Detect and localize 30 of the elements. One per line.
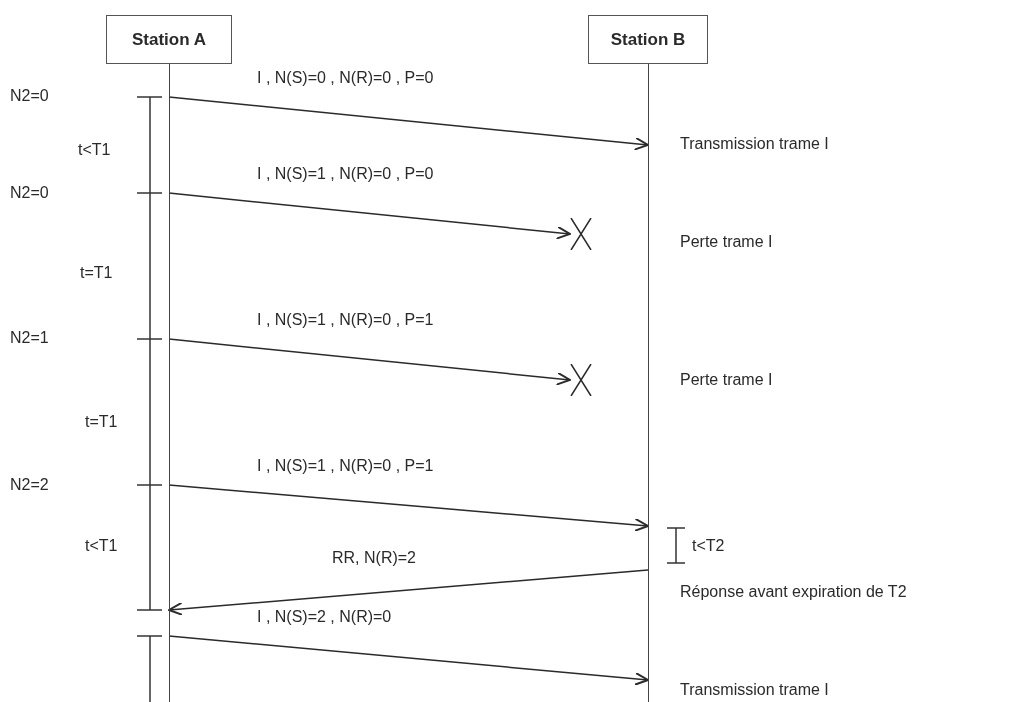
edge-label: I , N(S)=1 , N(R)=0 , P=1 — [255, 310, 436, 330]
annotation-text: N2=2 — [10, 475, 49, 495]
message-arrow — [168, 96, 649, 151]
annotation-text: Transmission trame I — [680, 134, 829, 154]
annotation-text: t=T1 — [85, 412, 118, 432]
annotation-text: t<T1 — [78, 140, 111, 160]
annotation-text: t<T2 — [692, 536, 725, 556]
edge-label: RR, N(R)=2 — [330, 548, 418, 568]
edge-label: I , N(S)=2 , N(R)=0 — [255, 607, 394, 627]
annotation-text: t=T1 — [80, 263, 113, 283]
annotation-text: N2=0 — [10, 183, 49, 203]
message-arrow — [168, 484, 649, 532]
message-arrow — [168, 338, 571, 386]
lost-frame-cross — [570, 364, 592, 396]
annotation-text: N2=1 — [10, 328, 49, 348]
station-box: Station B — [588, 15, 708, 64]
message-arrow — [168, 635, 649, 686]
message-arrow — [168, 192, 571, 240]
edge-label: I , N(S)=1 , N(R)=0 , P=0 — [255, 164, 436, 184]
lost-frame-cross — [570, 218, 592, 250]
station-box: Station A — [106, 15, 232, 64]
annotation-text: t<T1 — [85, 536, 118, 556]
annotation-text: Réponse avant expiration de T2 — [680, 582, 907, 602]
annotation-text: Transmission trame I — [680, 680, 829, 700]
edge-label: I , N(S)=1 , N(R)=0 , P=1 — [255, 456, 436, 476]
message-arrow — [168, 569, 649, 616]
annotation-text: Perte trame I — [680, 232, 773, 252]
annotation-text: Perte trame I — [680, 370, 773, 390]
annotation-text: N2=0 — [10, 86, 49, 106]
edge-label: I , N(S)=0 , N(R)=0 , P=0 — [255, 68, 436, 88]
